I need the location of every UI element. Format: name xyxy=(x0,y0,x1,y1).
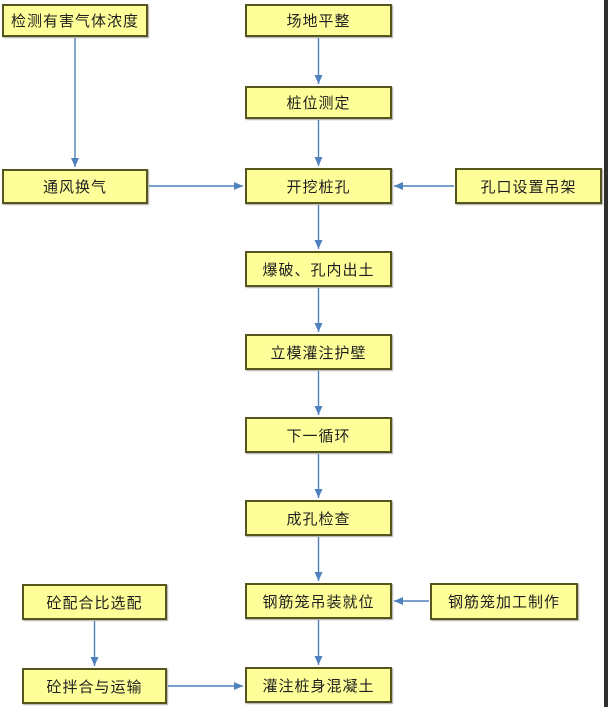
flow-node-pour-pile-concrete: 灌注桩身混凝土 xyxy=(245,667,392,703)
flow-node-concrete-mixing-transport: 砼拌合与运输 xyxy=(22,668,167,704)
flow-node-detect-gas: 检测有害气体浓度 xyxy=(2,4,148,37)
flow-node-ventilation: 通风换气 xyxy=(2,169,148,204)
flow-node-rebar-cage-hoisting: 钢筋笼吊装就位 xyxy=(245,583,392,619)
flow-node-hole-inspection: 成孔检查 xyxy=(245,500,392,536)
flow-node-site-leveling: 场地平整 xyxy=(245,4,392,37)
right-edge-strip xyxy=(604,0,608,707)
flow-node-rebar-cage-fabrication: 钢筋笼加工制作 xyxy=(430,583,578,620)
flow-node-concrete-mix-ratio: 砼配合比选配 xyxy=(22,584,167,620)
flow-node-next-cycle: 下一循环 xyxy=(245,417,392,453)
flow-node-formwork-lining: 立模灌注护壁 xyxy=(245,334,392,370)
flow-node-excavate-pile-hole: 开挖桩孔 xyxy=(245,168,392,204)
flow-node-pile-position-survey: 桩位测定 xyxy=(245,86,392,119)
flow-node-blasting-mucking: 爆破、孔内出土 xyxy=(245,251,392,287)
flow-node-hole-mouth-hanger: 孔口设置吊架 xyxy=(455,168,602,204)
